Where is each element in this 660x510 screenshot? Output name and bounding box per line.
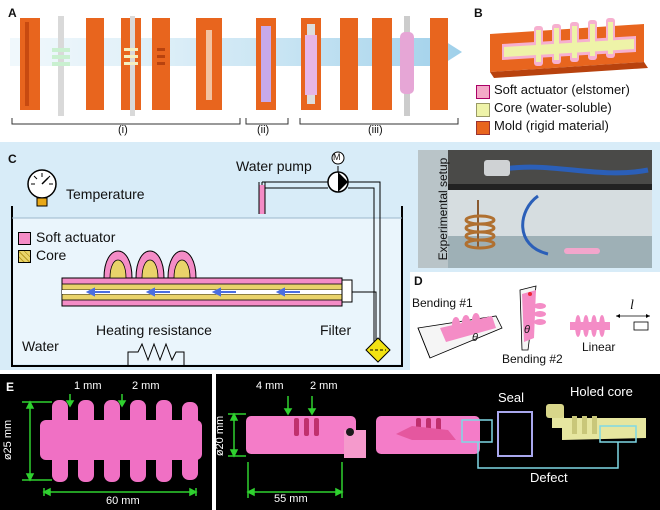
label-defect: Defect (530, 470, 568, 485)
dim-label-2mm: 2 mm (132, 380, 160, 392)
dim-label-55mm: 55 mm (274, 493, 308, 505)
dim-label-4mm: 4 mm (256, 380, 284, 392)
tank-legend-swatch-actuator (18, 232, 31, 245)
experimental-setup-photo: Experimental setup (418, 150, 652, 268)
label-temperature: Temperature (66, 186, 145, 202)
dim-label-1mm: 1 mm (74, 380, 102, 392)
panel-a: A (0, 0, 465, 140)
panel-d-letter: D (414, 274, 423, 288)
actuator-core-assembly (61, 250, 377, 342)
dim-label-2mm-b: 2 mm (310, 380, 338, 392)
thermometer-icon (27, 169, 57, 207)
panel-a-letter: A (8, 6, 17, 20)
dim-label-60mm: 60 mm (106, 495, 140, 507)
label-experimental-setup: Experimental setup (436, 157, 450, 261)
label-filter: Filter (320, 322, 352, 338)
group-label-i: (i) (118, 124, 128, 136)
flow-arrows (85, 287, 300, 297)
panel-a-photo (10, 16, 462, 125)
panel-c-letter: C (8, 152, 17, 166)
legend-swatch-core (476, 103, 490, 117)
pump-motor-symbol: M (333, 152, 341, 162)
label-soft-actuator: Soft actuator (36, 229, 116, 245)
panel-b-render (490, 18, 648, 78)
filter-icon (365, 337, 391, 363)
core-actuator-photos (228, 396, 646, 498)
heating-resistance-icon (127, 342, 185, 366)
bellow-actuator-photo (22, 394, 202, 497)
panel-c-diagram (11, 151, 403, 367)
group-label-iii: (iii) (368, 124, 383, 136)
label-bending-2: Bending #2 (502, 352, 563, 366)
label-seal: Seal (498, 390, 525, 405)
label-water-pump: Water pump (236, 158, 312, 174)
panel-b-letter: B (474, 6, 483, 20)
panel-b: B Soft actuator (elstomer) Core (water-s… (468, 0, 660, 140)
mold-group-iii (301, 16, 448, 116)
label-heating-resistance: Heating resistance (96, 322, 212, 338)
legend-label-core: Core (water-soluble) (494, 100, 612, 115)
legend-swatch-mold (476, 121, 490, 135)
label-bending-1: Bending #1 (412, 296, 473, 310)
dim-label-diameter-25: ø25 mm (2, 419, 15, 461)
legend-label-mold: Mold (rigid material) (494, 118, 609, 133)
panel-e-left: E 1 mm 2 mm ø25 mm 60 mm (0, 374, 212, 510)
theta-symbol-2: θ (524, 324, 530, 336)
process-arrow (10, 38, 462, 66)
label-holed-core: Holed core (570, 384, 633, 399)
legend-swatch-actuator (476, 85, 490, 99)
label-water: Water (22, 338, 59, 354)
mold-group-ii (256, 18, 276, 110)
length-symbol: l (630, 298, 634, 313)
tank-legend-swatch-core (18, 250, 31, 263)
panel-e-letter: E (6, 380, 15, 394)
theta-symbol-1: θ (472, 332, 478, 344)
label-core: Core (36, 247, 67, 263)
panel-e-right: 4 mm 2 mm ø20 mm 55 mm Seal Holed core D… (214, 374, 660, 510)
mold-group-i (20, 16, 222, 116)
legend-label-actuator: Soft actuator (elstomer) (494, 82, 630, 97)
dim-label-diameter-20: ø20 mm (214, 415, 227, 457)
bending-illustrations (417, 285, 650, 359)
panel-d: D Bending #1 Bending #2 Linear θ θ l (410, 272, 660, 370)
setup-photo-render (418, 150, 652, 268)
label-linear: Linear (582, 340, 616, 354)
group-label-ii: (ii) (257, 124, 270, 136)
